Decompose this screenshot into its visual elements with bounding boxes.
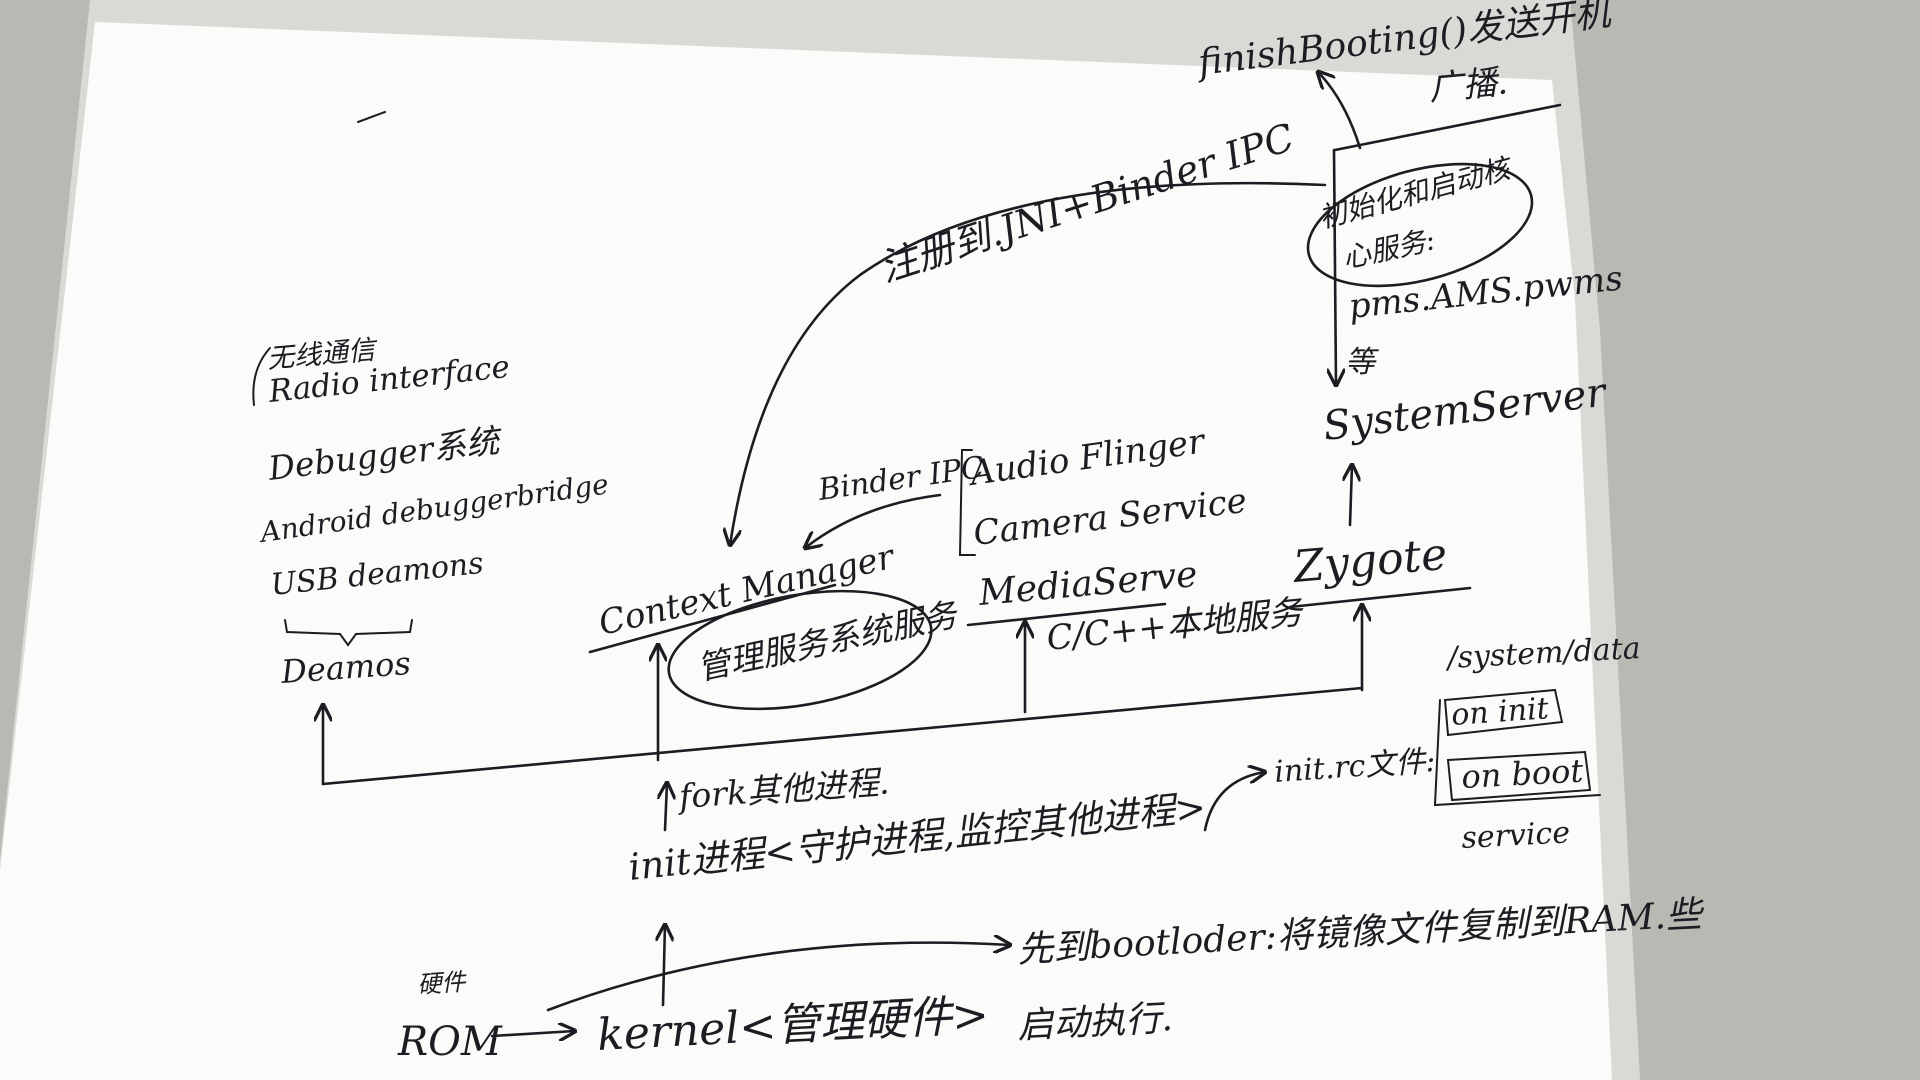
kernel-to-init-arrow <box>663 925 665 1007</box>
init-to-initrc-arrow <box>1203 772 1265 832</box>
on-boot-label: on boot <box>1460 752 1584 796</box>
zygote-to-systemserver-arrow <box>1350 465 1352 527</box>
on-init-label: on init <box>1450 691 1551 733</box>
radio-bracket <box>252 347 271 406</box>
zygote-underline <box>1288 586 1472 609</box>
systemserver-underline <box>1333 103 1562 152</box>
kernel-to-bootloader-arrow <box>546 943 1010 1012</box>
on-init-box <box>1443 688 1564 737</box>
init-to-fork-arrow <box>665 783 667 832</box>
media-services-bracket <box>958 449 976 556</box>
fork-bus-line <box>321 686 1364 786</box>
bootloader-label-line2: 启动执行. <box>1016 998 1173 1047</box>
media-server-underline <box>966 602 1167 627</box>
rom-to-kernel-arrow <box>490 1031 575 1036</box>
ss-etc-label: 等 <box>1345 345 1380 380</box>
rom-note-label: 硬件 <box>416 968 468 999</box>
service-label: service <box>1461 815 1571 856</box>
binder-ipc-arrow <box>805 493 942 548</box>
finish-booting-label-line2: 广播. <box>1427 62 1509 109</box>
deamos-label: Deamos <box>279 644 412 691</box>
register-curve-arrow <box>730 181 1327 545</box>
context-note-ellipse <box>667 589 933 711</box>
ss-note-ellipse <box>1306 162 1534 288</box>
on-boot-box <box>1446 750 1592 802</box>
to-finishbooting-arrow <box>1318 72 1362 150</box>
stray-ink-mark <box>357 111 386 123</box>
initrc-stack-outline <box>1433 699 1601 807</box>
notes-to-systemserver-arrow <box>1334 148 1336 385</box>
deamos-brace <box>284 619 413 647</box>
rom-label: ROM <box>397 1019 503 1065</box>
